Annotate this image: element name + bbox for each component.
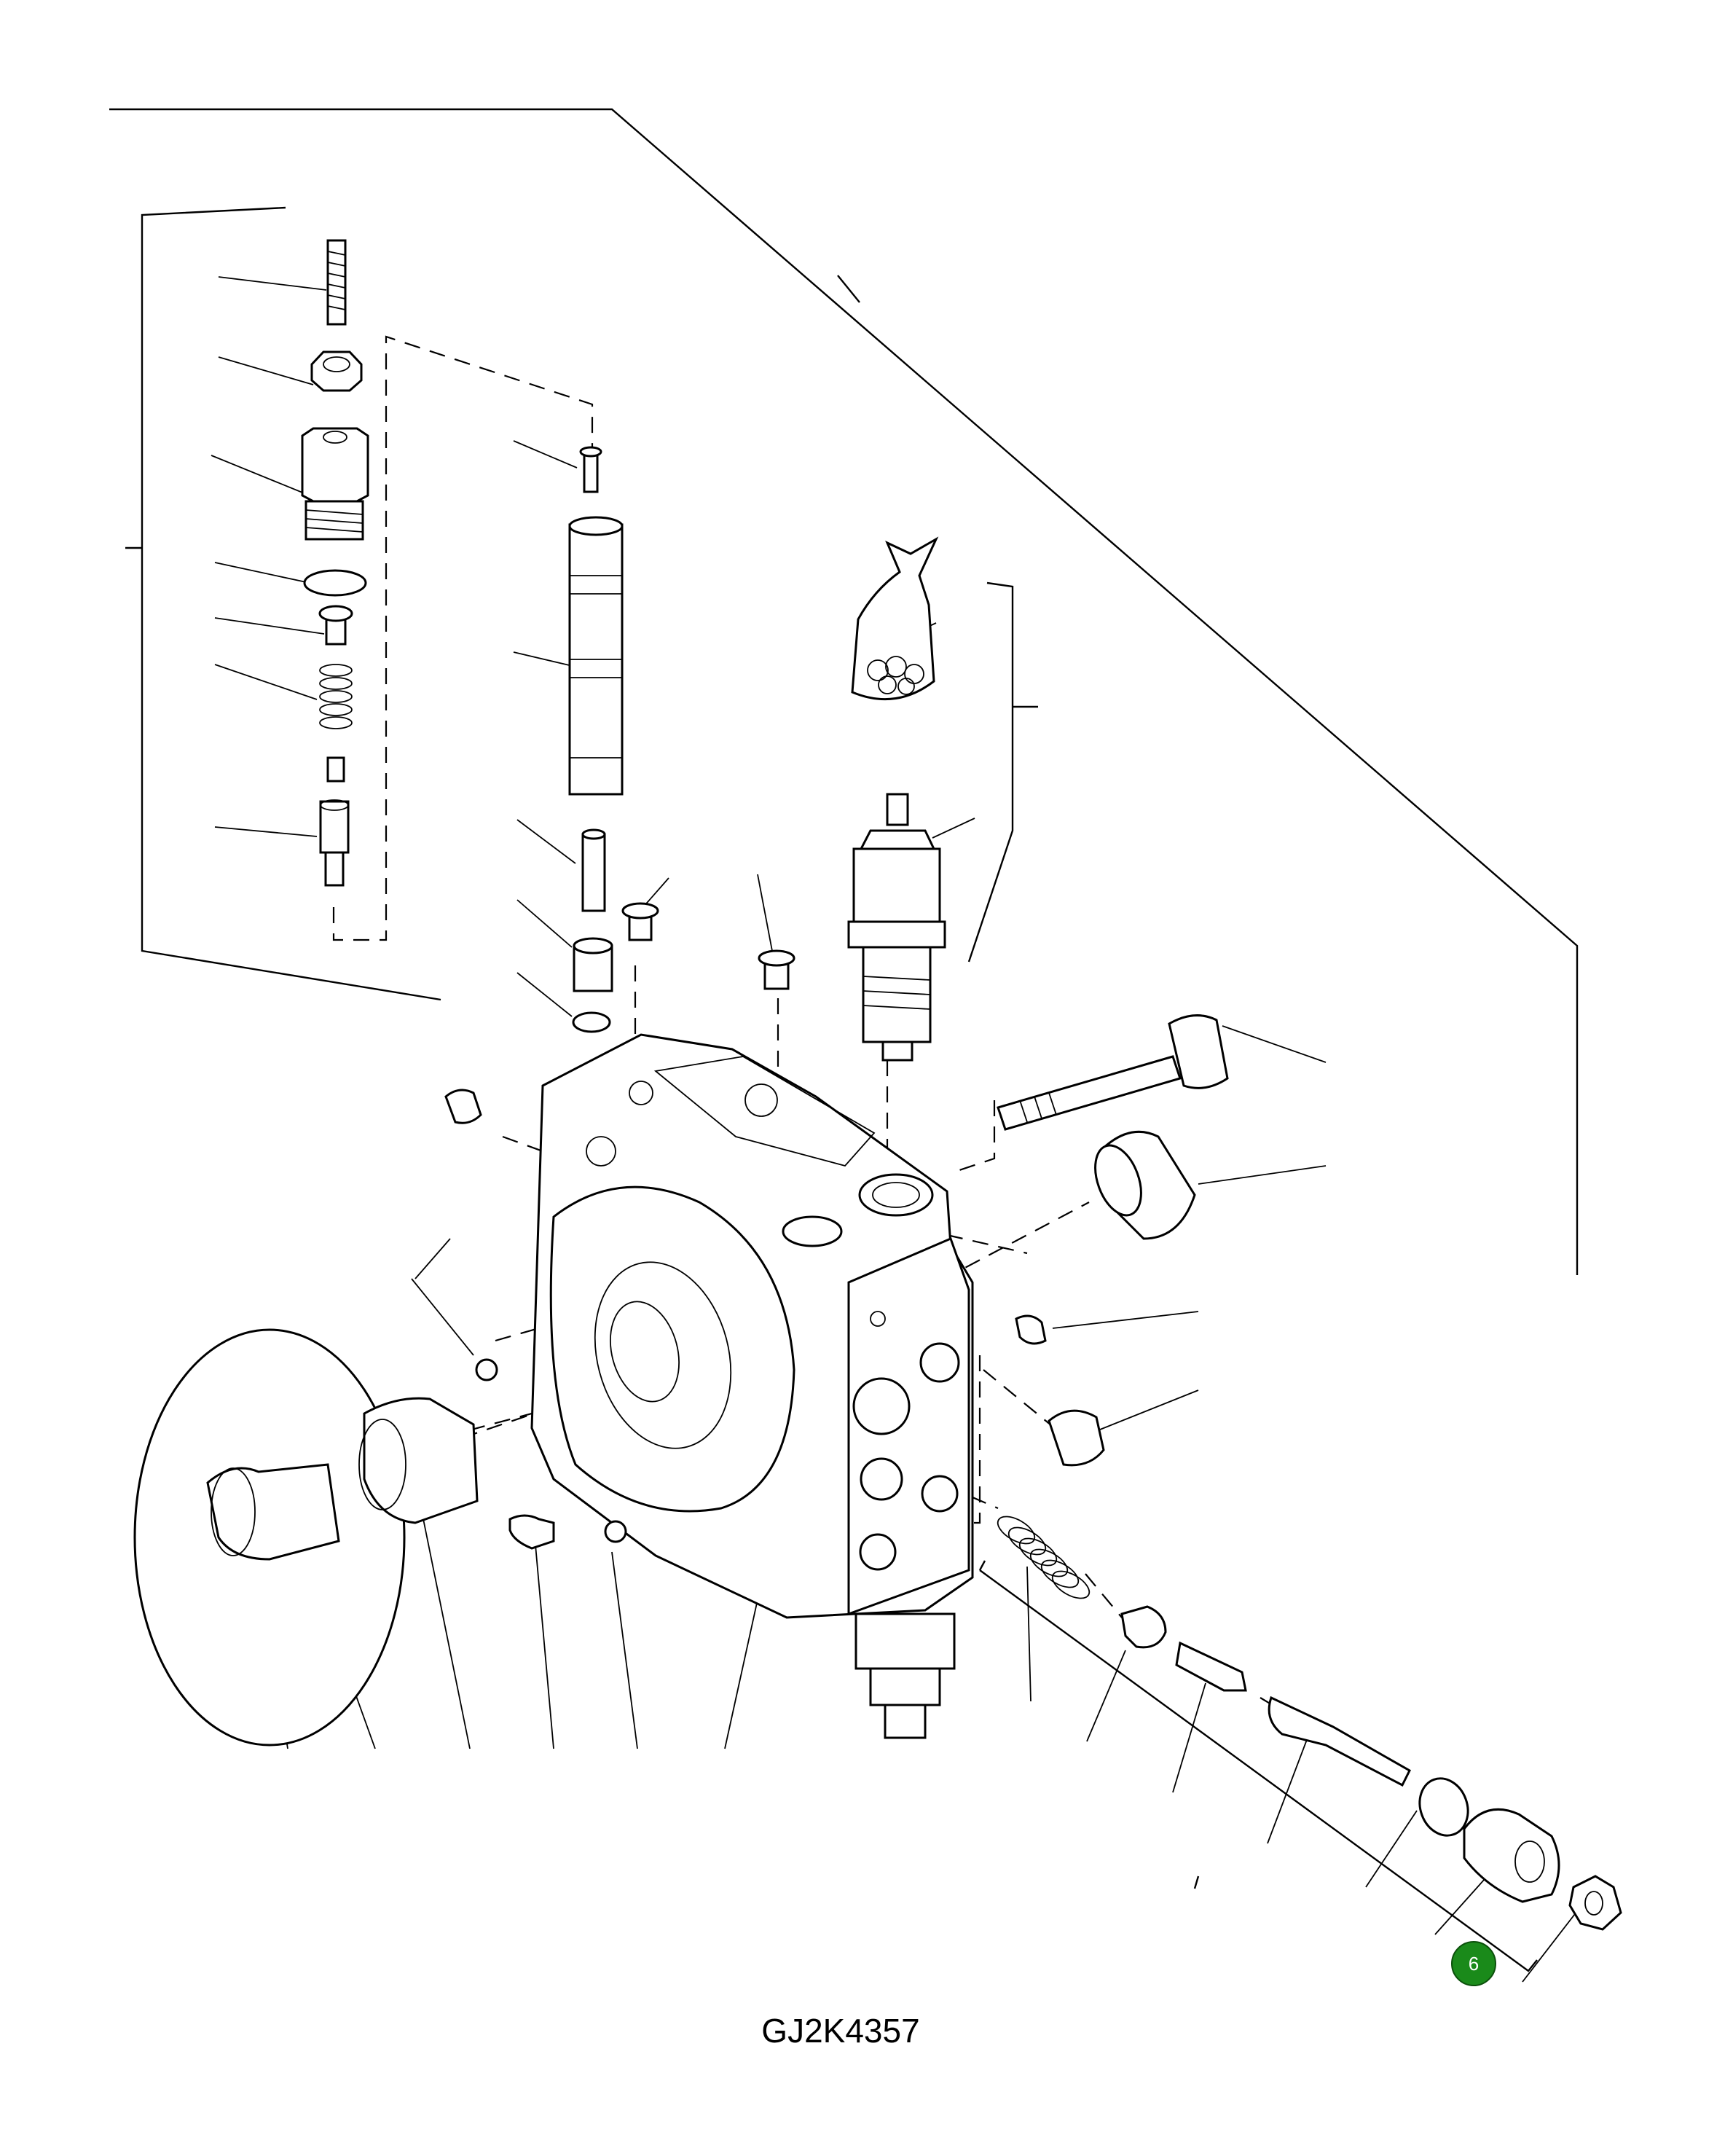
lower-right-assembly	[997, 1516, 1622, 1931]
front-left-parts	[133, 1089, 1105, 1747]
threaded-stem	[1268, 1696, 1411, 1787]
o-ring	[303, 569, 367, 597]
relief-cartridge	[847, 793, 946, 1062]
lock-nut-right	[1568, 1875, 1622, 1931]
plug-side-large	[1048, 1409, 1105, 1467]
small-ring-bottom	[604, 1520, 627, 1543]
sleeve	[206, 1463, 340, 1561]
socket-plug	[508, 1514, 555, 1550]
central-spool-stack	[568, 446, 795, 1033]
adjuster-body	[301, 427, 369, 503]
left-cartridge-stack	[301, 239, 369, 887]
seal-kit-bag	[851, 536, 939, 701]
poppet-small	[326, 756, 345, 783]
pin	[583, 450, 599, 493]
bushing-left	[363, 1397, 479, 1524]
o-ring-right	[1418, 1777, 1469, 1837]
pin-right	[1175, 1641, 1247, 1692]
group-brackets	[109, 108, 1579, 1972]
adjuster-nut-right	[1463, 1808, 1560, 1903]
small-ring-left	[475, 1358, 498, 1381]
drawing-code: GJ2K4357	[761, 2012, 920, 2050]
spool-pin	[581, 833, 606, 912]
bushing	[1094, 1130, 1196, 1240]
coil-spring	[997, 1516, 1091, 1599]
plug-top-left	[444, 1089, 482, 1124]
callout-6[interactable]: 6	[1451, 1941, 1496, 1986]
valve-housing	[530, 1033, 974, 1739]
small-o-ring	[572, 1011, 611, 1033]
cap-screw	[997, 1014, 1229, 1131]
plug-side	[1015, 1314, 1047, 1345]
spring	[319, 664, 353, 729]
spring-seat-right	[1120, 1605, 1167, 1649]
